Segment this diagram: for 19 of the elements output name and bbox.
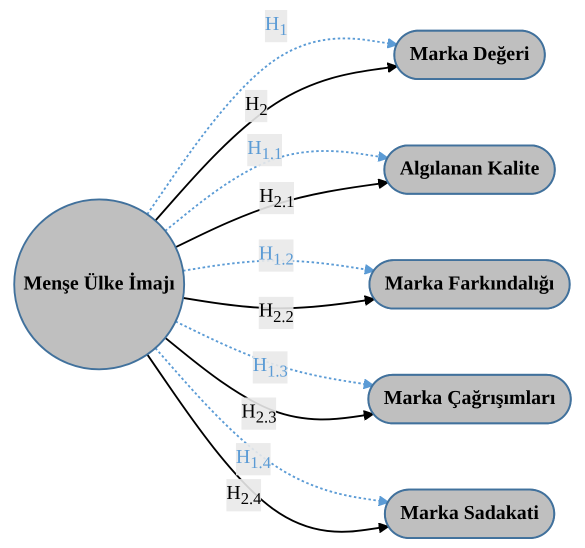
arrow — [154, 62, 398, 222]
edge-label: H$_{2.4}$ — [226, 482, 262, 508]
edge-label: H$_{1.2}$ — [258, 243, 294, 268]
arrow — [154, 347, 390, 506]
edge-label: H$_{2.1}$ — [259, 186, 294, 211]
edge-label: H$_{1.1}$ — [247, 138, 282, 163]
node-circle: Menşe Ülke İmajı — [13, 198, 186, 370]
edge-label: H$_{2.3}$ — [241, 401, 276, 426]
arrow — [164, 337, 374, 421]
arrow — [175, 320, 374, 390]
arrow — [146, 354, 390, 534]
edge-label: H$_{1}$ — [264, 14, 288, 39]
edge-label: H$_{2}$ — [244, 94, 268, 119]
edge-label: H$_{2.2}$ — [258, 300, 294, 326]
arrow — [175, 178, 389, 248]
edge-label: H$_{1.3}$ — [252, 354, 288, 380]
edge-label: H$_{1.4}$ — [236, 446, 271, 472]
arrow — [146, 38, 398, 215]
arrow — [164, 150, 389, 232]
